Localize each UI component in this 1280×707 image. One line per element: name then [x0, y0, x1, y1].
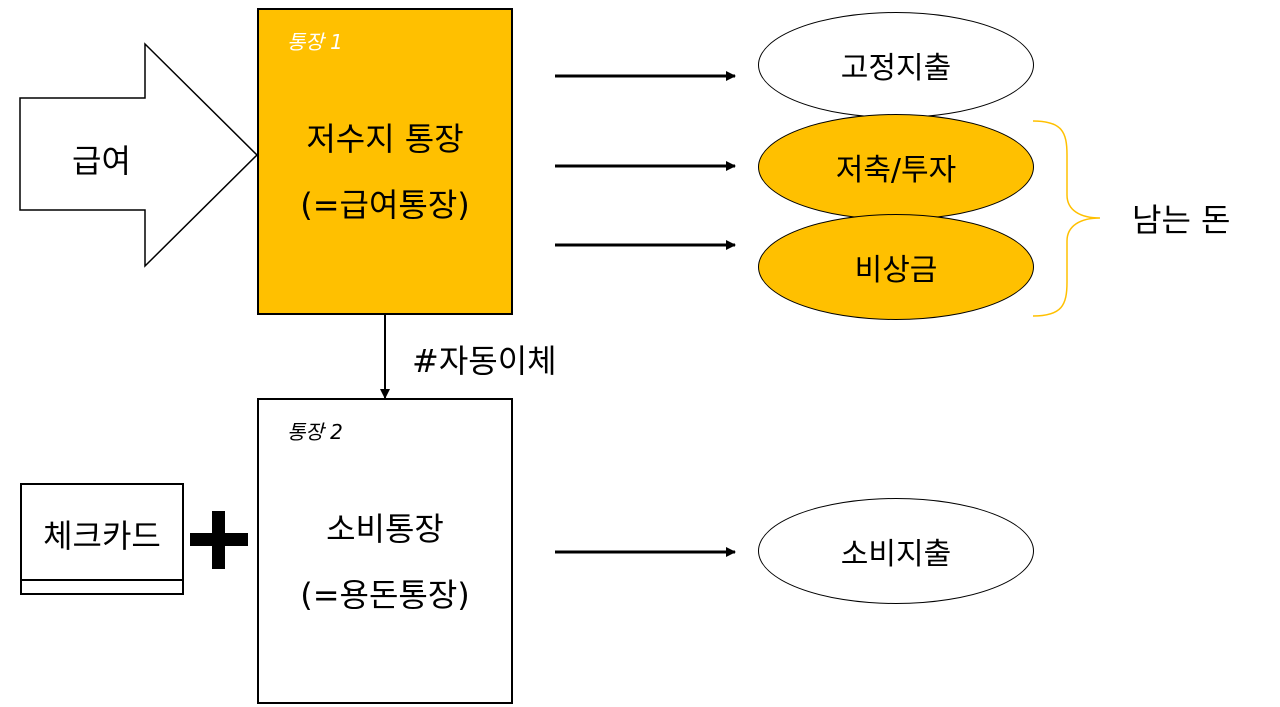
account-2-tag: 통장 2 — [287, 420, 343, 444]
account-1-tag: 통장 1 — [287, 30, 343, 54]
remaining-money-label: 남는 돈 — [1132, 201, 1231, 239]
account-2-title: 소비통장 — [326, 510, 444, 548]
account-2-box: 통장 2 소비통장 (=용돈통장) — [257, 398, 513, 704]
account-1-title: 저수지 통장 — [306, 120, 464, 158]
account-1-box: 통장 1 저수지 통장 (=급여통장) — [257, 8, 513, 315]
check-card-stripe — [22, 579, 182, 581]
savings-ellipse: 저축/투자 — [758, 114, 1034, 220]
remaining-brace — [1032, 120, 1101, 317]
transfer-label: #자동이체 — [412, 342, 557, 380]
account-1-subtitle: (=급여통장) — [300, 186, 470, 224]
fixed-expense-ellipse: 고정지출 — [758, 12, 1034, 118]
savings-label: 저축/투자 — [835, 153, 957, 188]
income-arrow — [19, 42, 259, 268]
spending-label: 소비지출 — [840, 537, 952, 572]
spending-ellipse: 소비지출 — [758, 498, 1034, 604]
emergency-fund-label: 비상금 — [854, 253, 938, 288]
emergency-fund-ellipse: 비상금 — [758, 214, 1034, 320]
check-card-label: 체크카드 — [43, 517, 161, 555]
check-card: 체크카드 — [20, 483, 184, 595]
fixed-expense-label: 고정지출 — [840, 51, 952, 86]
income-label: 급여 — [72, 142, 131, 180]
account-2-subtitle: (=용돈통장) — [300, 576, 470, 614]
plus-icon — [190, 511, 248, 569]
